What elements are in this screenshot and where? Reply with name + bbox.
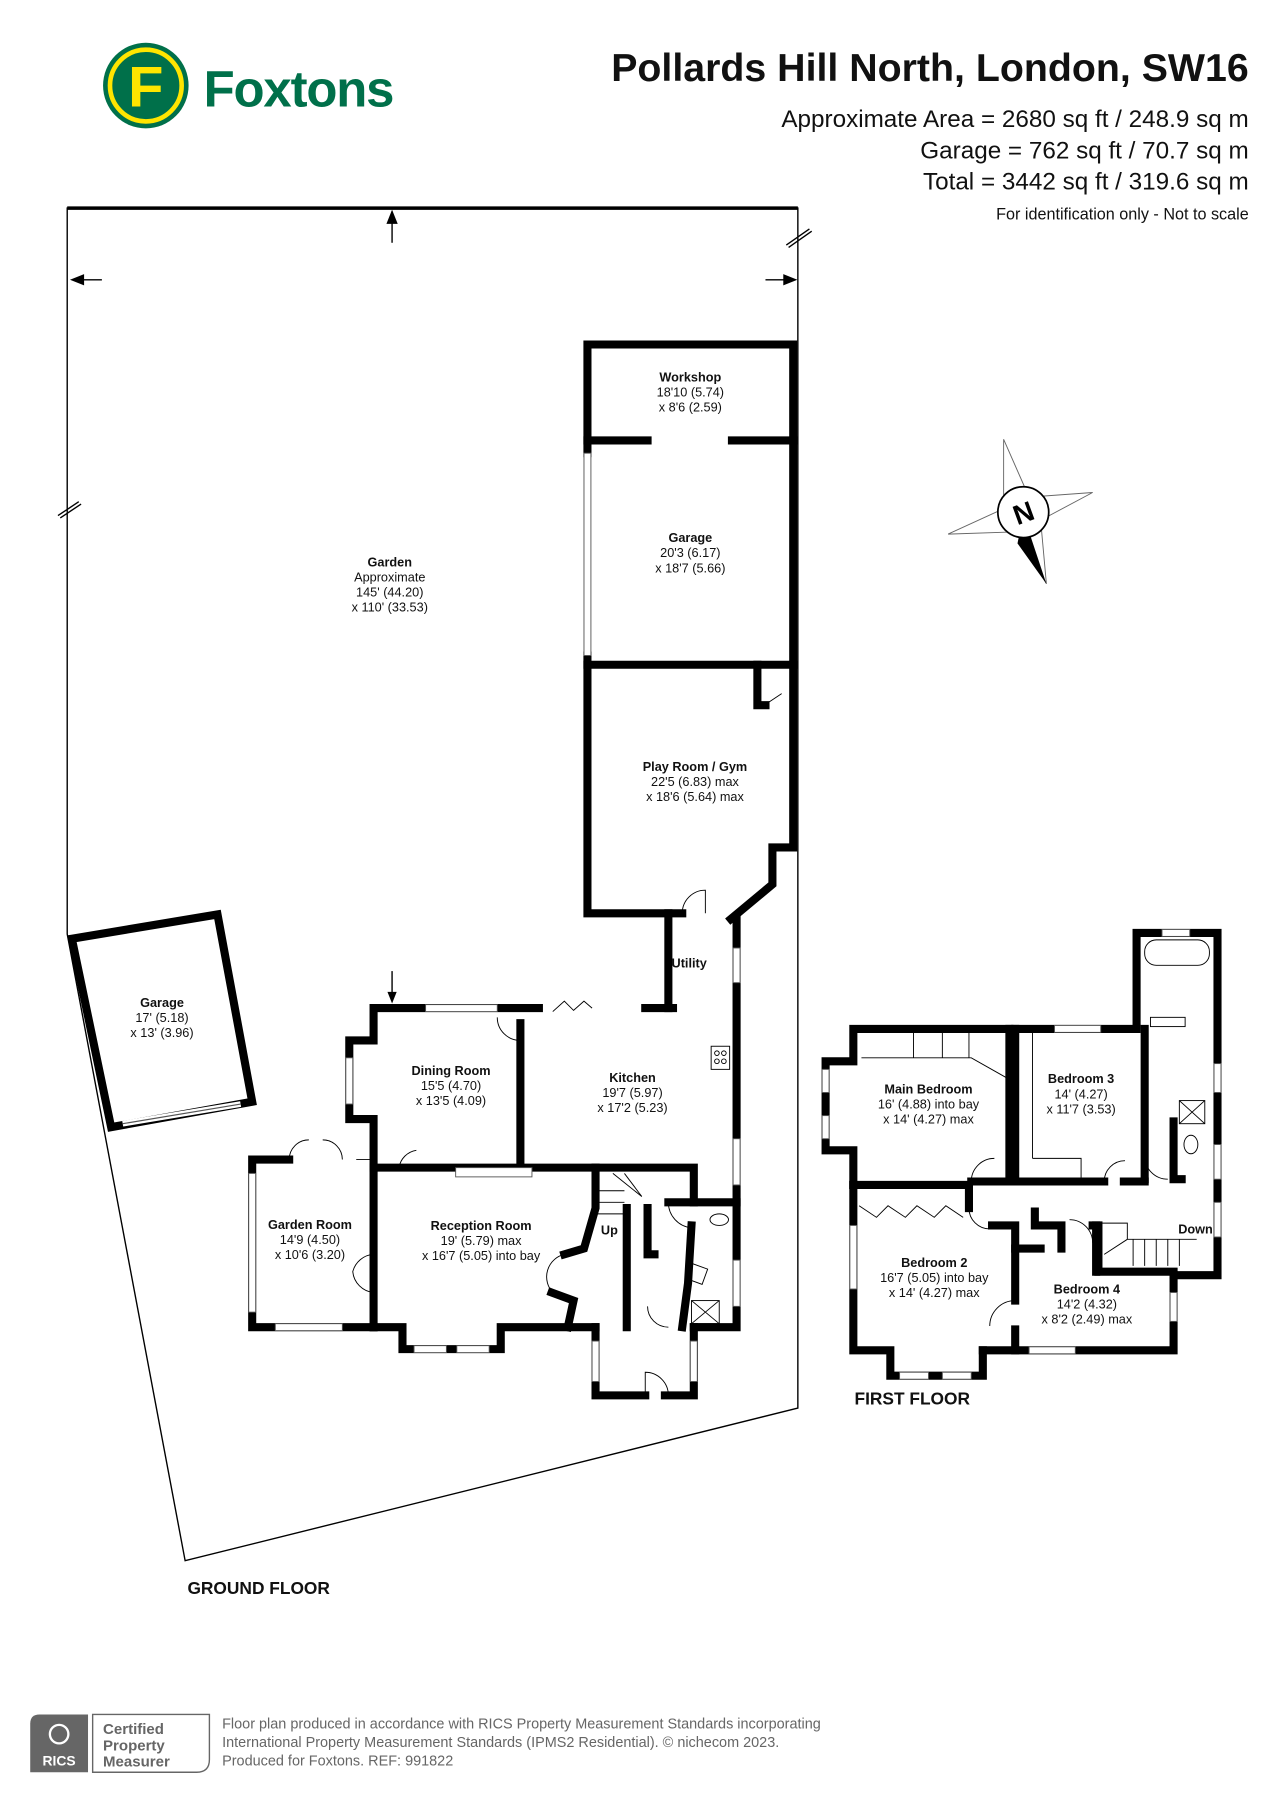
svg-text:x 110' (33.53): x 110' (33.53) [352,600,428,615]
area-total: Total = 3442 sq ft / 319.6 sq m [923,169,1249,196]
room-bedroom-2: Bedroom 2 16'7 (5.05) into bay x 14' (4.… [880,1255,989,1300]
dimension-arrows [57,209,813,519]
room-garden-room: Garden Room 14'9 (4.50) x 10'6 (3.20) [268,1217,352,1262]
svg-text:Bedroom 4: Bedroom 4 [1054,1282,1120,1297]
page-title: Pollards Hill North, London, SW16 [611,46,1249,90]
foxtons-logo: F Foxtons [103,42,394,129]
room-reception: Reception Room 19' (5.79) max x 16'7 (5.… [422,1218,541,1263]
svg-text:Measurer: Measurer [103,1753,170,1770]
stairs-up [597,1173,643,1215]
svg-text:RICS: RICS [43,1752,76,1768]
svg-text:19'7 (5.97): 19'7 (5.97) [602,1085,662,1100]
svg-text:22'5 (6.83) max: 22'5 (6.83) max [651,774,740,789]
room-detached-garage: Garage 17' (5.18) x 13' (3.96) [130,995,193,1040]
svg-text:x 16'7 (5.05) into bay: x 16'7 (5.05) into bay [422,1248,541,1263]
svg-text:14'2 (4.32): 14'2 (4.32) [1057,1297,1117,1312]
svg-text:Bedroom 3: Bedroom 3 [1048,1071,1114,1086]
svg-text:Kitchen: Kitchen [609,1070,656,1085]
room-dining: Dining Room 15'5 (4.70) x 13'5 (4.09) [412,1063,491,1108]
first-floor-plan: Down Main Bedroom 16' (4.88) into bay x … [821,928,1222,1409]
svg-text:14'9 (4.50): 14'9 (4.50) [280,1232,340,1247]
ground-floor-plan: Up Garden Approximate 145' [57,206,813,1598]
svg-text:Certified: Certified [103,1721,164,1738]
footer-line-1: Floor plan produced in accordance with R… [222,1716,821,1732]
svg-text:Garage: Garage [140,995,184,1010]
svg-text:x 14' (4.27) max: x 14' (4.27) max [883,1112,974,1127]
svg-text:16'7 (5.05) into bay: 16'7 (5.05) into bay [880,1270,989,1285]
area-garage: Garage = 762 sq ft / 70.7 sq m [920,137,1248,164]
room-garden: Garden Approximate 145' (44.20) x 110' (… [352,554,428,614]
room-bedroom-3: Bedroom 3 14' (4.27) x 11'7 (3.53) [1046,1071,1115,1116]
svg-text:Play Room / Gym: Play Room / Gym [643,759,747,774]
svg-text:Workshop: Workshop [659,370,721,385]
room-kitchen: Kitchen 19'7 (5.97) x 17'2 (5.23) [597,1070,667,1115]
rics-badge: RICS Certified Property Measurer [30,1713,211,1773]
svg-text:F: F [128,55,163,119]
svg-text:Garage: Garage [668,530,712,545]
brand-name: Foxtons [204,60,394,117]
svg-text:Garden Room: Garden Room [268,1217,352,1232]
room-bedroom-4: Bedroom 4 14'2 (4.32) x 8'2 (2.49) max [1042,1282,1133,1327]
svg-text:14' (4.27): 14' (4.27) [1054,1086,1107,1101]
svg-text:Garden: Garden [368,554,412,569]
outbuilding-walls [583,340,798,1013]
svg-text:x 13'5 (4.09): x 13'5 (4.09) [416,1093,486,1108]
svg-text:145' (44.20): 145' (44.20) [356,585,423,600]
svg-text:Property: Property [103,1737,165,1754]
area-approx: Approximate Area = 2680 sq ft / 248.9 sq… [781,106,1248,133]
detached-garage-walls [67,909,257,1132]
svg-text:x 14' (4.27) max: x 14' (4.27) max [889,1285,980,1300]
stairs-up-label: Up [601,1223,618,1238]
svg-text:19' (5.79) max: 19' (5.79) max [441,1233,522,1248]
room-playroom-gym: Play Room / Gym 22'5 (6.83) max x 18'6 (… [643,759,747,804]
svg-text:Main Bedroom: Main Bedroom [884,1082,972,1097]
svg-text:x 17'2 (5.23): x 17'2 (5.23) [597,1100,667,1115]
room-workshop: Workshop 18'10 (5.74) x 8'6 (2.59) [657,370,724,415]
room-utility: Utility [672,956,707,971]
svg-text:20'3 (6.17): 20'3 (6.17) [660,545,720,560]
svg-text:Bedroom 2: Bedroom 2 [901,1255,967,1270]
compass-icon: N [947,439,1093,585]
garage-door [583,452,592,656]
house-walls: Up [248,915,741,1400]
svg-text:Reception Room: Reception Room [431,1218,532,1233]
svg-text:16' (4.88) into bay: 16' (4.88) into bay [878,1097,980,1112]
svg-text:18'10 (5.74): 18'10 (5.74) [657,385,724,400]
svg-text:15'5 (4.70): 15'5 (4.70) [421,1078,481,1093]
svg-text:x 11'7 (3.53): x 11'7 (3.53) [1046,1101,1115,1116]
svg-text:x 18'6 (5.64) max: x 18'6 (5.64) max [646,789,744,804]
ground-floor-label: GROUND FLOOR [187,1578,330,1598]
svg-text:x 8'6 (2.59): x 8'6 (2.59) [659,400,722,415]
stairs-down [1098,1222,1197,1266]
footer-line-3: Produced for Foxtons. REF: 991822 [222,1753,453,1769]
svg-text:Approximate: Approximate [354,570,425,585]
first-floor-label: FIRST FLOOR [854,1389,970,1409]
svg-text:x 18'7 (5.66): x 18'7 (5.66) [655,560,725,575]
svg-text:x 13' (3.96): x 13' (3.96) [130,1025,193,1040]
svg-text:x 8'2 (2.49) max: x 8'2 (2.49) max [1042,1312,1133,1327]
footer-line-2: International Property Measurement Stand… [222,1735,779,1751]
room-main-bedroom: Main Bedroom 16' (4.88) into bay x 14' (… [878,1082,980,1127]
svg-text:x 10'6 (3.20): x 10'6 (3.20) [275,1247,345,1262]
disclaimer: For identification only - Not to scale [996,206,1249,224]
svg-text:17' (5.18): 17' (5.18) [135,1010,188,1025]
room-garage: Garage 20'3 (6.17) x 18'7 (5.66) [655,530,725,575]
stairs-down-label: Down [1178,1222,1213,1237]
svg-text:Dining Room: Dining Room [412,1063,491,1078]
